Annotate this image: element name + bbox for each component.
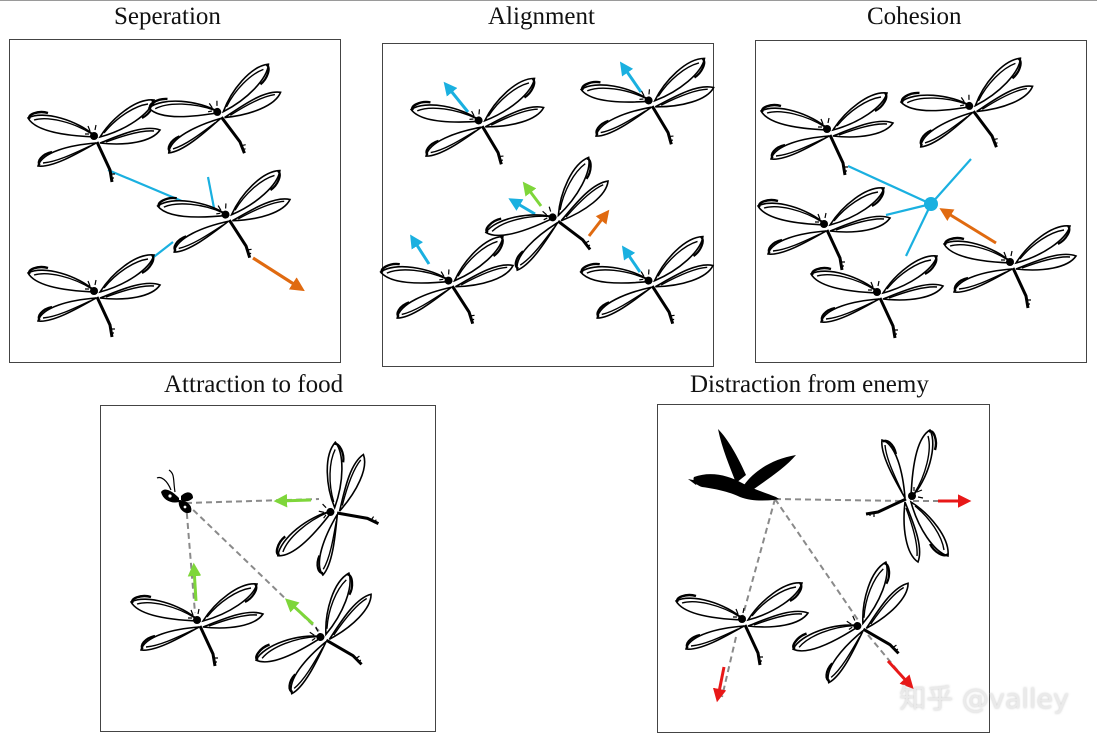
cohesion-title: Cohesion <box>867 3 962 30</box>
cohesion-link <box>930 158 972 205</box>
alignment-average-arrow <box>522 181 543 207</box>
food-diagram <box>129 435 408 715</box>
dragonfly-icon <box>376 234 522 337</box>
enemy-distance-line <box>721 636 737 698</box>
dragonfly-icon <box>143 61 293 173</box>
dragonfly-icon <box>576 234 722 337</box>
enemy-escape-arrow <box>712 666 727 703</box>
food-distance-line <box>185 502 196 614</box>
food-attraction-arrow <box>285 598 315 626</box>
dragonfly-icon <box>864 428 950 564</box>
separation-force-arrow <box>252 256 305 292</box>
alignment-diagram <box>376 56 722 337</box>
cohesion-link <box>905 203 932 257</box>
cohesion-force-arrow <box>939 208 997 245</box>
dragonfly-icon <box>26 98 162 184</box>
dragonfly-icon <box>261 435 408 594</box>
enemy-escape-arrow <box>886 659 914 689</box>
dragonfly-icon <box>577 56 721 155</box>
dragonfly-icon <box>407 76 551 175</box>
enemy-distance-line <box>742 498 776 616</box>
separation-panel <box>9 39 341 363</box>
dragonfly-icon <box>756 186 892 272</box>
alignment-title: Alignment <box>488 3 595 30</box>
enemy-distance-line <box>774 498 859 621</box>
separation-diagram <box>26 61 305 339</box>
dragonfly-icon <box>674 581 810 667</box>
food-attraction-arrow <box>187 562 202 602</box>
alignment-heading-arrow <box>443 81 470 113</box>
cohesion-center-point <box>924 197 938 211</box>
separation-link <box>206 176 216 209</box>
separation-title: Seperation <box>114 3 221 30</box>
dragonfly-icon <box>153 168 299 271</box>
dragonfly-icon <box>26 253 162 339</box>
enemy-distance-line <box>774 498 904 502</box>
dragonfly-icon <box>895 55 1045 167</box>
bird-icon <box>688 429 796 501</box>
watermark-text: 知乎 @valley <box>899 684 1069 715</box>
food-title: Attraction to food <box>164 371 344 398</box>
alignment-heading-arrow <box>410 234 431 265</box>
cohesion-panel <box>755 40 1087 363</box>
alignment-heading-arrow <box>621 245 642 273</box>
alignment-panel <box>376 43 722 367</box>
dragonfly-icon <box>244 568 403 715</box>
enemy-panel <box>657 404 990 733</box>
food-attraction-arrow <box>273 494 312 508</box>
alignment-heading-arrow <box>619 61 643 93</box>
top-divider <box>0 0 1097 1</box>
dragonfly-icon <box>809 254 945 340</box>
alignment-force-arrow <box>587 209 610 237</box>
enemy-title: Distraction from enemy <box>690 371 929 398</box>
cohesion-link <box>885 202 932 217</box>
alignment-heading-arrow <box>508 198 536 216</box>
cohesion-link <box>847 164 932 206</box>
cohesion-diagram <box>756 55 1078 340</box>
dragonfly-icon <box>759 91 895 177</box>
enemy-diagram <box>674 428 972 704</box>
food-panel <box>100 405 436 732</box>
moth-icon <box>156 469 193 514</box>
dragonfly-icon <box>942 224 1078 310</box>
